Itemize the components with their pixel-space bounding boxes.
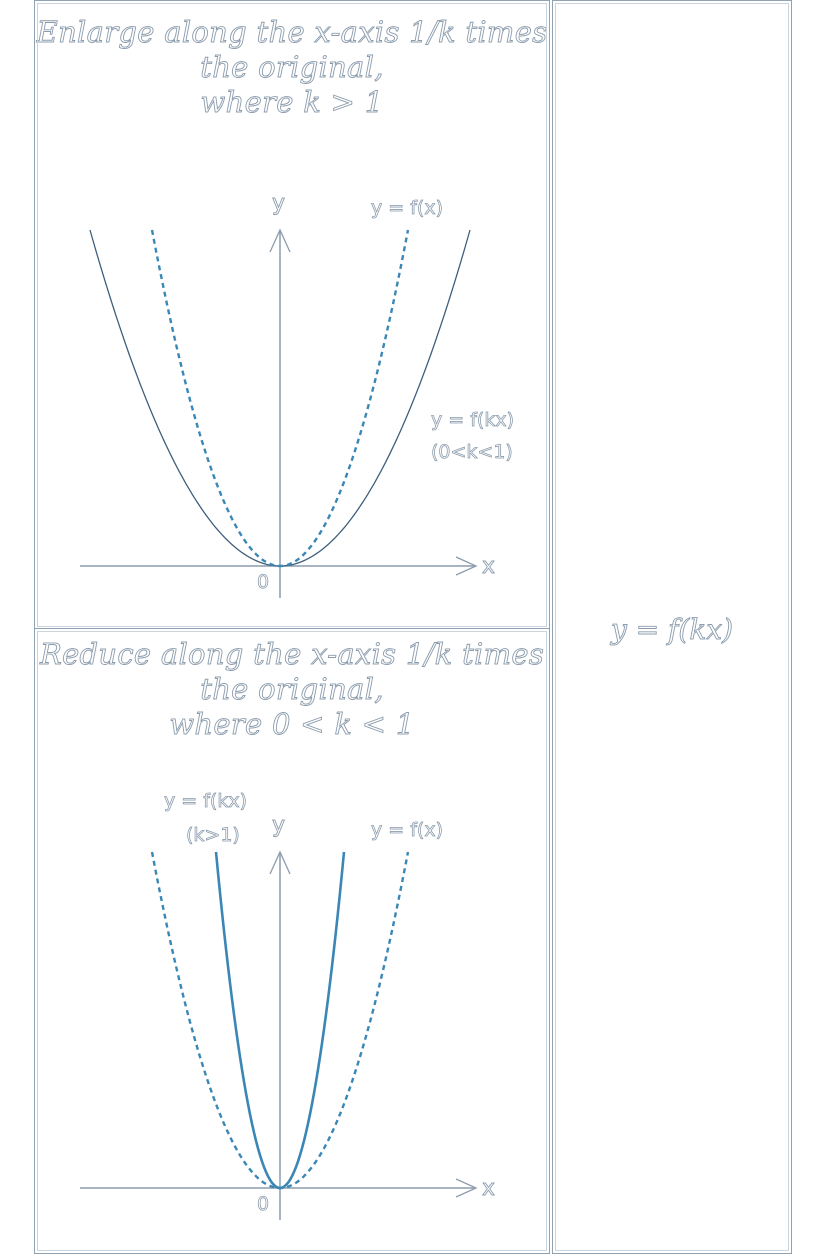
top-curve-fx [150,229,410,568]
bottom-panel-title: Reduce along the x-axis 1/k times the or… [35,637,549,742]
bottom-y-label: y [272,813,285,838]
top-panel-title: Enlarge along the x-axis 1/k times the o… [35,15,549,120]
bottom-origin-label: 0 [257,1193,269,1215]
bottom-fkx-label-2: (k>1) [186,824,240,846]
bottom-x-arrowhead [455,1178,478,1198]
formula-text: y = f(kx) [610,613,734,647]
top-graph: y x 0 y = f(x) y = f(kx) (0<k<1) [80,191,514,598]
top-origin-label: 0 [257,571,269,593]
top-fx-label: y = f(x) [371,197,443,219]
top-fkx-label-2: (0<k<1) [431,441,513,463]
bottom-fkx-label-1: y = f(kx) [164,790,247,812]
bottom-x-label: x [482,1176,495,1201]
top-title-line-2: the original, [200,50,384,85]
bottom-title-line-2: the original, [200,672,384,707]
bottom-panel: Reduce along the x-axis 1/k times the or… [34,628,550,1254]
top-x-arrowhead [455,556,478,576]
bottom-curve-fkx [214,851,346,1190]
bottom-title-line-1: Reduce along the x-axis 1/k times [39,637,545,672]
top-y-arrowhead [269,228,291,253]
top-panel: Enlarge along the x-axis 1/k times the o… [34,0,550,630]
top-x-label: x [482,554,495,579]
top-y-label: y [272,191,285,216]
bottom-title-line-3: where 0 < k < 1 [169,707,415,742]
top-title-line-3: where k > 1 [200,85,384,120]
bottom-graph: y x 0 y = f(x) y = f(kx) (k>1) [80,790,495,1220]
bottom-fx-label: y = f(x) [371,819,443,841]
formula-panel: y = f(kx) [552,0,792,1254]
top-title-line-1: Enlarge along the x-axis 1/k times [36,15,548,50]
top-fkx-label-1: y = f(kx) [431,409,514,431]
bottom-y-arrowhead [269,850,291,875]
